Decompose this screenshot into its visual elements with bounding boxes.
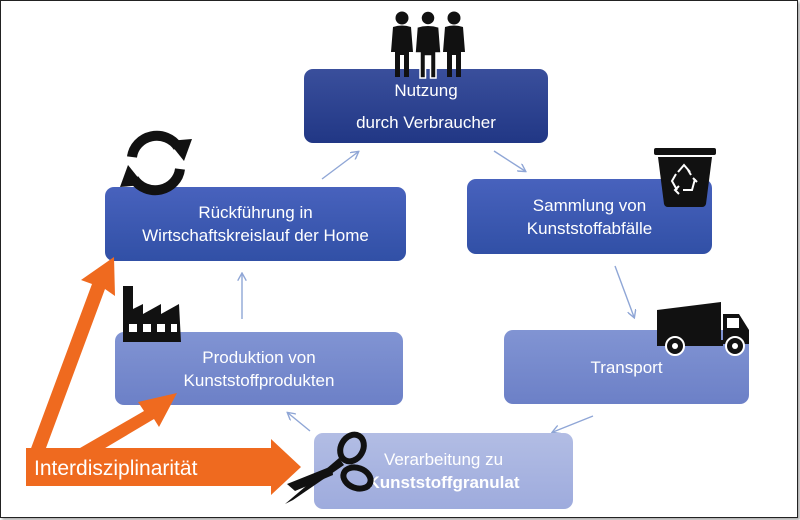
- node-transport-line1: Transport: [590, 357, 663, 377]
- node-produktion-line1: Produktion von: [202, 347, 316, 367]
- arrow-rueckfuehrung-to-nutzung: [321, 152, 358, 180]
- refresh-icon: [120, 130, 192, 196]
- interdisciplinarity-label: Interdisziplinarität: [34, 457, 198, 480]
- orange-arrow-to-produktion: [80, 393, 177, 457]
- node-sammlung: Sammlung von Kunststoffabfälle: [467, 179, 712, 254]
- node-produktion: Produktion von Kunststoffprodukten: [115, 332, 403, 405]
- node-nutzung-line2: durch Verbraucher: [356, 112, 496, 132]
- truck-icon: [657, 302, 749, 356]
- arrow-sammlung-to-transport: [614, 265, 634, 317]
- node-nutzung: Nutzung durch Verbraucher: [304, 69, 548, 143]
- node-sammlung-line1: Sammlung von: [532, 195, 647, 215]
- arrow-transport-to-verarbeitung: [553, 415, 594, 432]
- orange-arrow-main: [26, 439, 301, 495]
- node-produktion-line2: Kunststoffprodukten: [183, 370, 335, 390]
- node-verarbeitung-line1: Verarbeitung zu: [383, 450, 504, 469]
- scissors-icon: [285, 431, 374, 504]
- node-nutzung-line1: Nutzung: [394, 80, 458, 100]
- recycle-bin-icon: [654, 148, 716, 207]
- node-rueckfuehrung-line2: Wirtschaftskreislauf der Home: [142, 226, 369, 245]
- node-verarbeitung: Verarbeitung zu Kunststoffgranulat: [314, 433, 573, 509]
- node-verarbeitung-line2: Kunststoffgranulat: [367, 473, 520, 492]
- factory-icon: [123, 286, 181, 342]
- orange-arrow-to-rueckfuehrung: [30, 257, 115, 456]
- node-transport: Transport: [504, 330, 749, 404]
- node-rueckfuehrung-line1: Rückführung in: [198, 203, 313, 222]
- node-sammlung-line2: Kunststoffabfälle: [526, 218, 653, 238]
- arrow-nutzung-to-sammlung: [493, 150, 525, 171]
- node-rueckfuehrung: Rückführung in Wirtschaftskreislauf der …: [105, 187, 406, 261]
- people-icon: [391, 10, 465, 79]
- arrow-verarbeitung-to-produktion: [288, 413, 311, 432]
